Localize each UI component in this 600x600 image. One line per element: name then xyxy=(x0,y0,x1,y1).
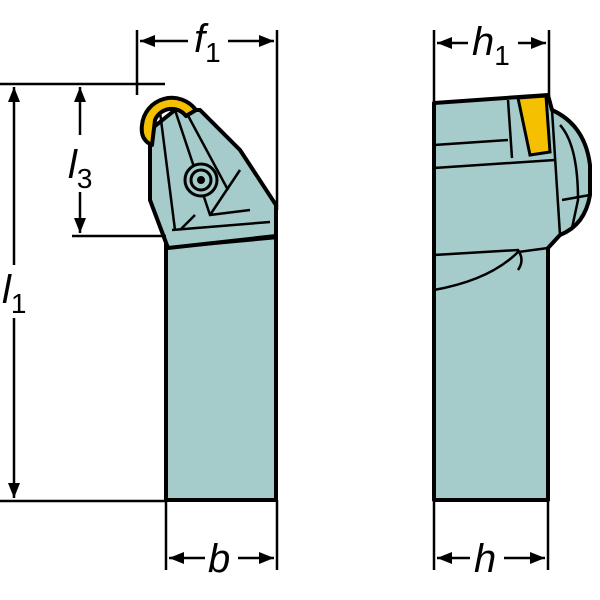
h-label: h xyxy=(474,537,496,581)
head-detail-lines xyxy=(158,109,277,250)
b-label: b xyxy=(208,537,230,581)
right-view: h1 h xyxy=(432,20,592,581)
extension-lines-right xyxy=(432,30,551,570)
l3-label: l3 xyxy=(68,143,92,194)
side-detail-lines xyxy=(433,99,591,292)
insert-left xyxy=(139,95,198,147)
f1-label: f1 xyxy=(194,17,221,68)
clamp-screw-icon xyxy=(183,162,219,198)
left-shank xyxy=(164,234,278,502)
extension-lines-left xyxy=(0,30,279,570)
insert-right xyxy=(516,94,552,157)
left-view: f1 l3 l1 b xyxy=(0,17,279,581)
h1-label: h1 xyxy=(472,20,510,71)
l1-label: l1 xyxy=(2,268,26,319)
